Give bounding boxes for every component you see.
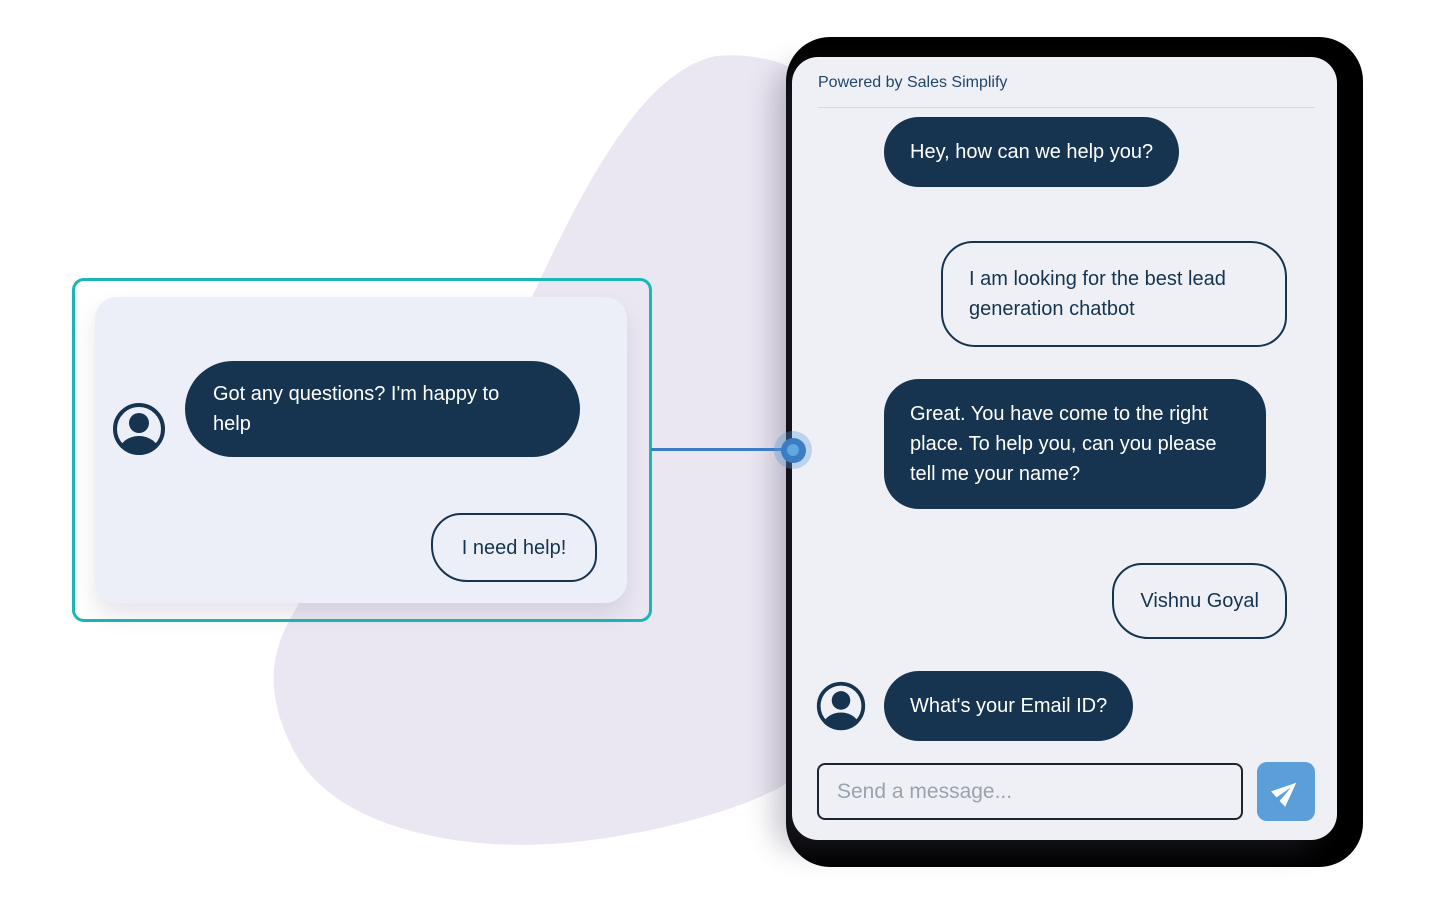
message-row-bot: Hey, how can we help you? (817, 117, 1313, 187)
bot-message-bubble: Hey, how can we help you? (884, 117, 1180, 187)
send-message-input[interactable] (817, 763, 1243, 820)
user-message-bubble: I am looking for the best lead generatio… (941, 241, 1287, 347)
connector-node-ring (780, 437, 806, 463)
user-message-text: I need help! (461, 536, 567, 559)
bot-avatar-icon (816, 681, 866, 731)
user-message-text: I am looking for the best lead generatio… (969, 268, 1226, 320)
preview-card-border (72, 278, 652, 622)
connector-node (774, 431, 812, 469)
message-row-user: I am looking for the best lead generatio… (817, 241, 1287, 347)
bot-message-text: Hey, how can we help you? (910, 141, 1154, 163)
powered-by-label: Powered by Sales Simplify (818, 74, 1008, 91)
send-button[interactable] (1257, 762, 1315, 821)
bot-message-bubble: Great. You have come to the right place.… (884, 379, 1266, 509)
bot-avatar-icon (113, 403, 165, 455)
bot-message-text: What's your Email ID? (910, 695, 1108, 717)
chat-window: Powered by Sales Simplify Hey, how can w… (792, 57, 1337, 840)
connector-node-dot (787, 444, 799, 456)
bot-message-bubble: What's your Email ID? (884, 671, 1134, 741)
message-row-bot: Great. You have come to the right place.… (817, 379, 1313, 509)
bot-message-bubble: Got any questions? I'm happy to help (185, 361, 580, 457)
message-row-bot: What's your Email ID? (816, 671, 1313, 741)
preview-card: Got any questions? I'm happy to help I n… (95, 297, 627, 603)
header-divider (818, 107, 1315, 108)
bot-message-text: Great. You have come to the right place.… (910, 403, 1217, 485)
composer-row (817, 762, 1315, 821)
user-message-text: Vishnu Goyal (1140, 590, 1259, 612)
user-message-bubble: Vishnu Goyal (1112, 563, 1287, 639)
user-message-bubble: I need help! (431, 513, 597, 582)
message-list: Hey, how can we help you? I am looking f… (792, 108, 1337, 741)
bot-message-text: Got any questions? I'm happy to help (213, 383, 500, 435)
paper-plane-icon (1271, 782, 1297, 807)
connector-line (651, 448, 793, 451)
message-row-user: Vishnu Goyal (817, 563, 1287, 639)
